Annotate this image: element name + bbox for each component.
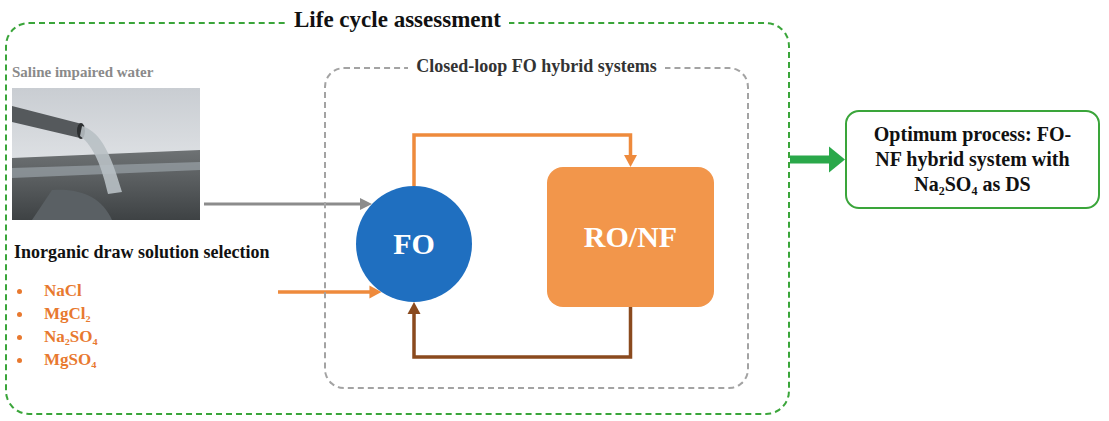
list-row: Na₂SO₄ [14, 326, 276, 349]
process-label: FO [393, 227, 435, 261]
list-row: NaCl [14, 280, 276, 303]
frame-heading: Life cycle assessment [7, 7, 788, 33]
list-item: MgSO₄ [44, 350, 96, 370]
arrow-head [408, 302, 421, 314]
frame-heading-text: Life cycle assessment [286, 7, 509, 32]
result-text: Optimum process: FO-NF hybrid system wit… [869, 122, 1077, 197]
flow-arrow [278, 286, 381, 299]
flow-arrow [790, 147, 845, 173]
flow-arrow [204, 198, 372, 210]
list-heading: Inorganic draw solution selection [14, 242, 276, 264]
fo-circle: FO [356, 186, 472, 302]
photo-illustration [12, 88, 200, 220]
bullet-dot [17, 289, 22, 294]
arrow-line [204, 203, 361, 206]
bullet-dot [17, 335, 22, 340]
sky [12, 88, 200, 220]
mud [32, 190, 112, 220]
list-item: MgCl₂ [44, 304, 91, 324]
ro-nf-box: RO/NF [547, 167, 714, 307]
list-item: NaCl [44, 281, 82, 301]
list-row: MgCl₂ [14, 303, 276, 326]
system-frame: Closed-loop FO hybrid systemsFORO/NF [324, 67, 749, 389]
pipe [12, 106, 82, 138]
arrow-line [414, 307, 631, 357]
photo-label: Saline impaired water [12, 64, 200, 81]
flow-arrow [408, 302, 631, 357]
process-label: RO/NF [584, 220, 677, 254]
arrow-head [829, 147, 845, 173]
assessment-frame: Life cycle assessmentSaline impaired wat… [5, 22, 790, 415]
draw-solution-list: Inorganic draw solution selectionNaClMgC… [14, 242, 276, 412]
frame-heading-text: Closed-loop FO hybrid systems [408, 56, 665, 76]
frame-heading: Closed-loop FO hybrid systems [326, 56, 747, 77]
water-photo: Saline impaired water [12, 64, 200, 222]
arrow-head [624, 155, 637, 167]
bullet-dot [17, 358, 22, 363]
outflow [80, 126, 122, 194]
arrow-line [790, 156, 830, 164]
list-row: MgSO₄ [14, 349, 276, 372]
result-box: Optimum process: FO-NF hybrid system wit… [845, 110, 1100, 209]
bullet-dot [17, 312, 22, 317]
list-item: Na₂SO₄ [44, 327, 98, 347]
